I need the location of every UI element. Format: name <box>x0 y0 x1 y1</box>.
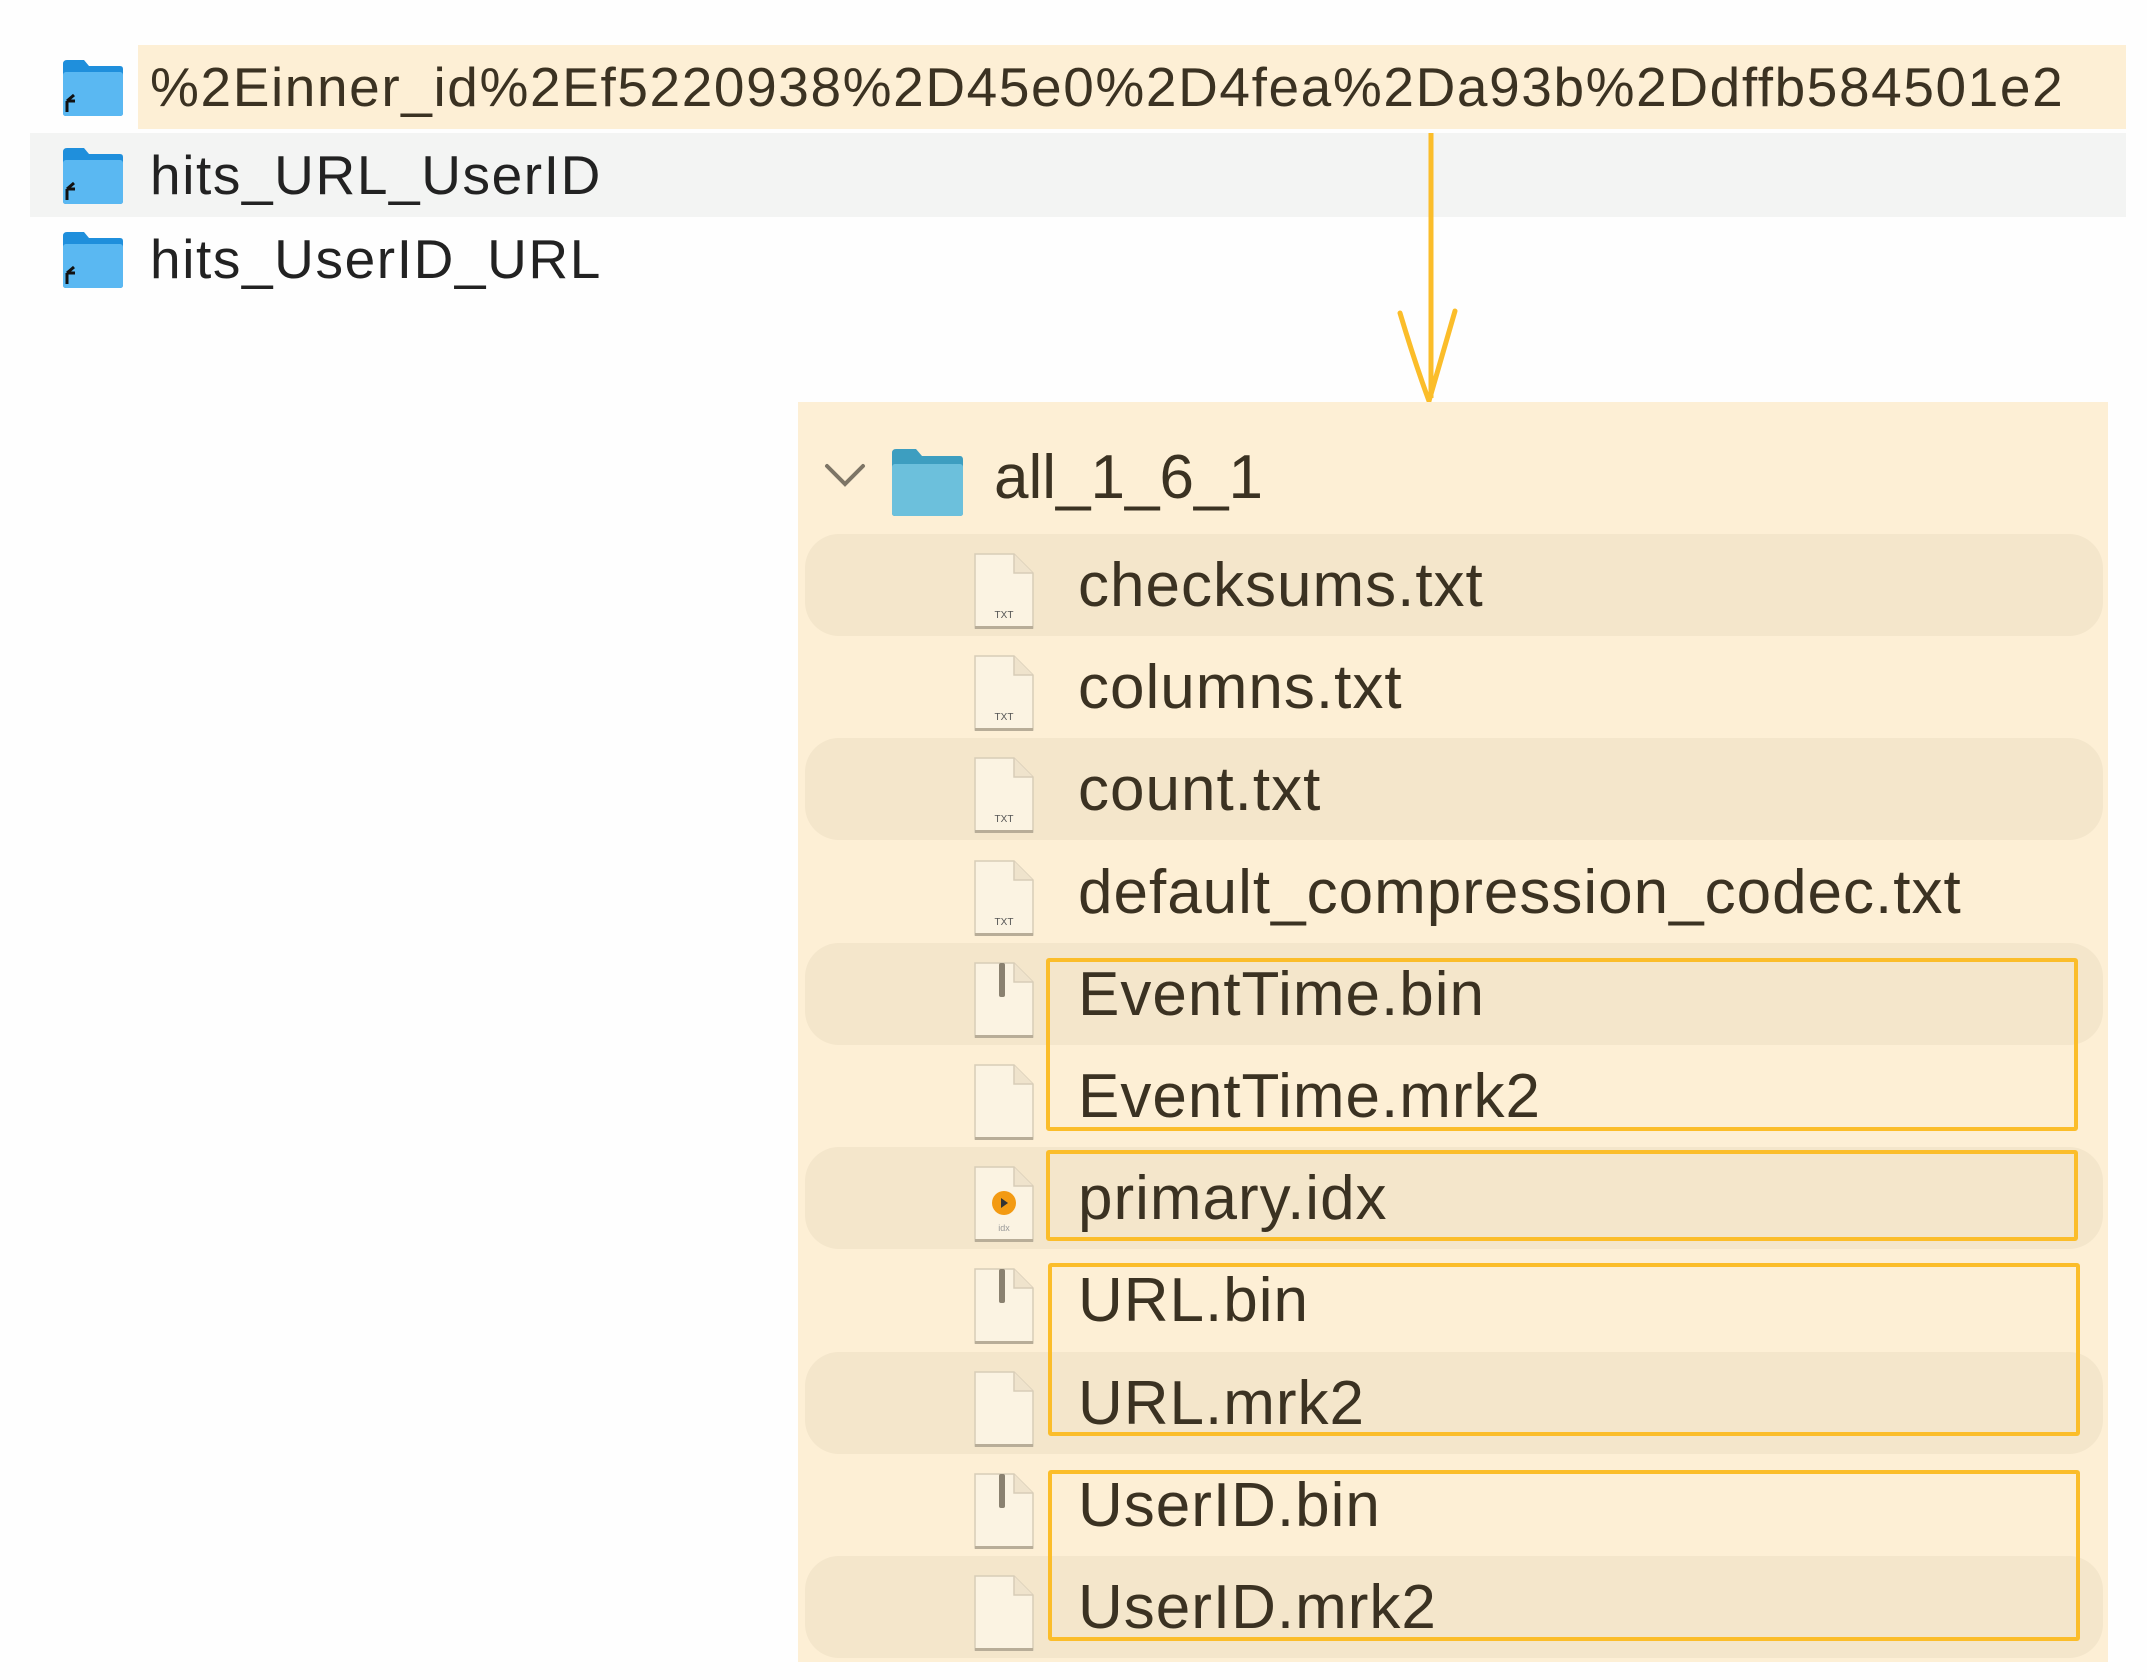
svg-text:TXT: TXT <box>995 917 1014 928</box>
txt-file-icon: TXT <box>972 552 1036 637</box>
file-name: EventTime.bin <box>1078 959 1485 1029</box>
row-background <box>30 133 2126 217</box>
file-row[interactable]: TXT columns.txt <box>805 636 2103 738</box>
file-name: primary.idx <box>1078 1164 1388 1234</box>
file-row[interactable]: EventTime.mrk2 <box>805 1045 2103 1147</box>
svg-text:TXT: TXT <box>995 712 1014 723</box>
file-name: columns.txt <box>1078 653 1403 723</box>
file-name: UserID.mrk2 <box>1078 1573 1437 1642</box>
folder-row[interactable]: hits_URL_UserID <box>30 133 2126 217</box>
file-row[interactable]: URL.bin <box>805 1249 2103 1351</box>
folder-alias-icon <box>62 147 124 204</box>
file-name: EventTime.mrk2 <box>1078 1062 1542 1131</box>
binary-file-icon <box>972 961 1036 1046</box>
svg-text:TXT: TXT <box>995 610 1014 621</box>
file-name: URL.mrk2 <box>1078 1368 1366 1438</box>
file-row[interactable]: TXT checksums.txt <box>805 534 2103 636</box>
txt-file-icon: TXT <box>972 859 1036 944</box>
blank-file-icon <box>972 1574 1036 1659</box>
file-name: URL.bin <box>1078 1266 1309 1336</box>
blank-file-icon <box>972 1063 1036 1148</box>
chevron-down-icon[interactable] <box>823 460 867 490</box>
folder-alias-icon <box>62 59 124 116</box>
binary-file-icon <box>972 1472 1036 1557</box>
arrow-annotation <box>1397 133 1458 408</box>
highlight-box <box>1046 958 2078 1131</box>
file-name: default_compression_codec.txt <box>1078 857 1962 927</box>
folder-name: hits_UserID_URL <box>150 228 602 290</box>
svg-text:idx: idx <box>998 1223 1010 1233</box>
file-name: UserID.bin <box>1078 1470 1381 1540</box>
folder-name: %2Einner_id%2Ef5220938%2D45e0%2D4fea%2Da… <box>150 56 2065 118</box>
file-row[interactable]: UserID.bin <box>805 1454 2103 1556</box>
folder-icon <box>892 449 963 516</box>
idx-file-icon: idx <box>972 1165 1036 1250</box>
file-row[interactable]: TXT default_compression_codec.txt <box>805 841 2103 943</box>
folder-row[interactable]: %2Einner_id%2Ef5220938%2D45e0%2D4fea%2Da… <box>30 45 2126 129</box>
folder-name: hits_URL_UserID <box>150 144 602 206</box>
file-row[interactable]: URL.mrk2 <box>805 1351 2103 1455</box>
row-background <box>138 45 2126 129</box>
txt-file-icon: TXT <box>972 654 1036 739</box>
highlight-box <box>1048 1263 2080 1436</box>
txt-file-icon: TXT <box>972 756 1036 841</box>
blank-file-icon <box>972 1370 1036 1455</box>
file-row[interactable]: TXT count.txt <box>805 738 2103 841</box>
file-row[interactable]: idx primary.idx <box>805 1147 2103 1250</box>
folder-name[interactable]: all_1_6_1 <box>994 443 1263 512</box>
file-row[interactable]: UserID.mrk2 <box>805 1556 2103 1658</box>
file-name: checksums.txt <box>1078 551 1484 620</box>
highlight-box <box>1048 1470 2080 1641</box>
folder-alias-icon <box>62 231 124 288</box>
file-name: count.txt <box>1078 755 1322 825</box>
folder-row[interactable]: hits_UserID_URL <box>30 217 2126 301</box>
highlight-box <box>1046 1150 2078 1241</box>
svg-text:TXT: TXT <box>995 814 1014 825</box>
binary-file-icon <box>972 1267 1036 1352</box>
